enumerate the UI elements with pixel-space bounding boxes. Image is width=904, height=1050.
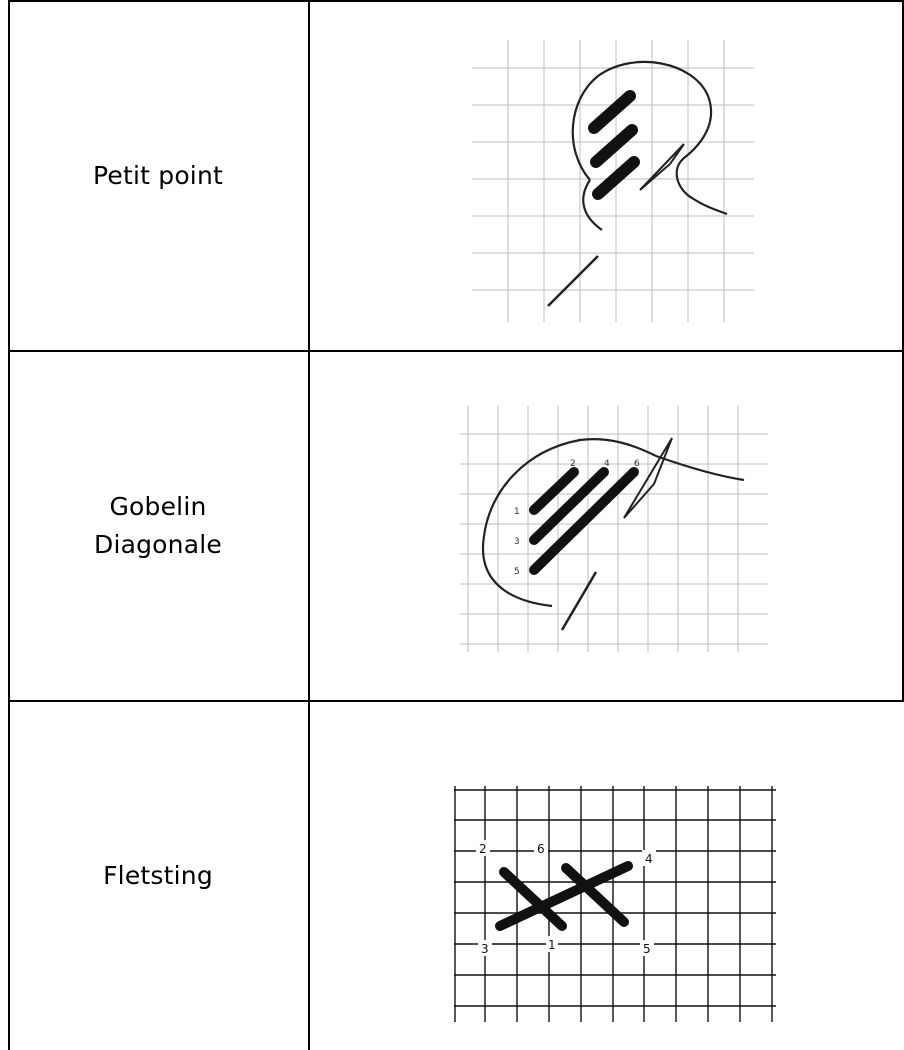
hole-number: 4 (604, 459, 610, 469)
stitch-name-line: Diagonale (94, 526, 222, 564)
next-stitch-line (548, 256, 598, 306)
stitch-name-line: Fletsting (103, 857, 213, 895)
gobelin-diagonale-diagram: 1 2 3 4 5 6 (460, 406, 768, 652)
stitch-name-line: Petit point (93, 157, 223, 195)
hole-number: 4 (645, 852, 653, 866)
hole-number: 5 (514, 567, 520, 577)
stitch-name-line: Gobelin (94, 488, 222, 526)
stitch-name: Petit point (93, 157, 223, 195)
hole-number: 3 (514, 537, 520, 547)
hole-number: 5 (643, 942, 651, 956)
fletsting-diagram: 2 6 4 3 1 5 (454, 786, 776, 1022)
table-row-fletsting: Fletsting (0, 702, 904, 1050)
cross-stitch-mark (500, 866, 628, 926)
next-stitch-line (562, 572, 596, 630)
hole-number: 6 (634, 459, 640, 469)
hole-numbers: 1 2 3 4 5 6 (514, 459, 640, 577)
stitch-name-cell: Petit point (8, 2, 308, 350)
thread-tail (656, 456, 744, 480)
hole-number: 3 (481, 942, 489, 956)
hole-number: 1 (548, 938, 556, 952)
hole-number: 6 (537, 842, 545, 856)
stitch-mark (596, 130, 632, 162)
hole-number: 2 (570, 459, 576, 469)
stitch-name: Gobelin Diagonale (94, 488, 222, 564)
table-row-gobelin-diagonale: Gobelin Diagonale (0, 352, 904, 700)
stitch-name-cell: Gobelin Diagonale (8, 352, 308, 700)
hole-number: 1 (514, 507, 520, 517)
petit-point-diagram (472, 40, 754, 322)
stitch-name-cell: Fletsting (8, 702, 308, 1050)
table-row-petit-point: Petit point (0, 2, 904, 350)
stitch-mark (594, 96, 630, 128)
stitch-name: Fletsting (103, 857, 213, 895)
canvas-grid (454, 786, 776, 1022)
hole-number: 2 (479, 842, 487, 856)
canvas-grid (460, 406, 768, 652)
